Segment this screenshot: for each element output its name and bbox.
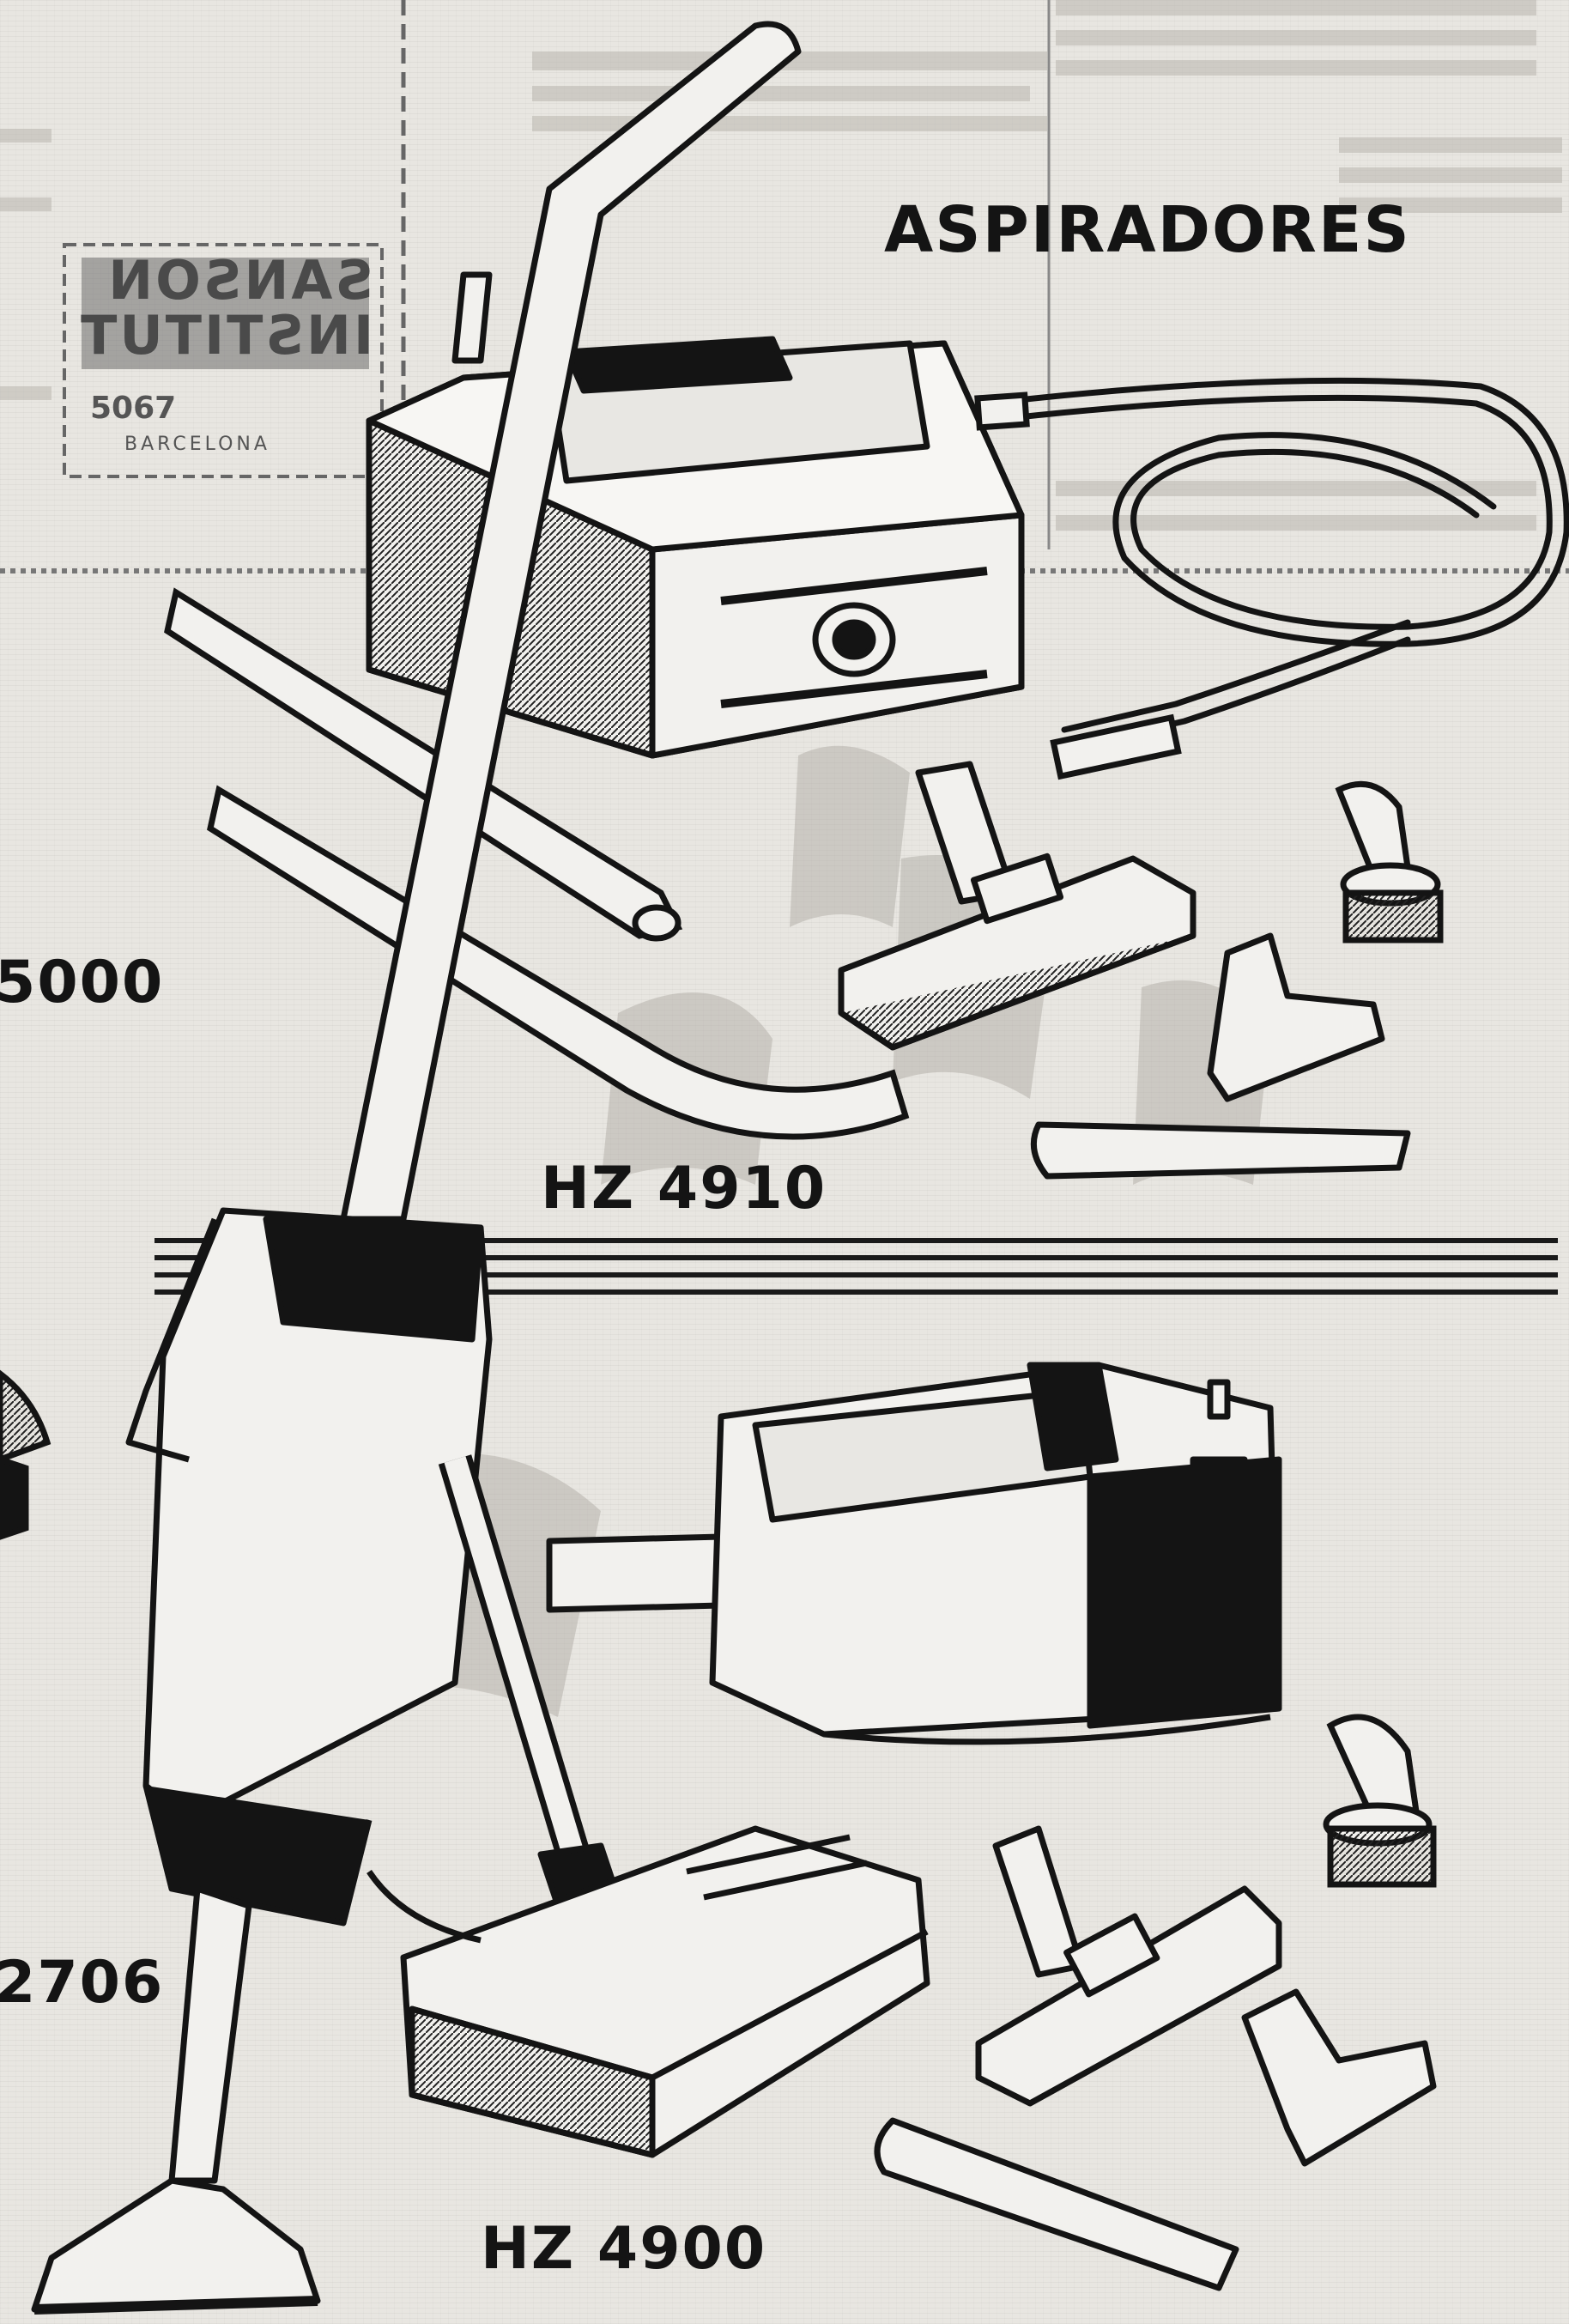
upholstery-nozzle-bottom — [1241, 1988, 1437, 2167]
stamp-block — [82, 258, 369, 369]
dusting-brush — [1335, 780, 1444, 944]
model-label-partial-top: 5000 — [0, 949, 165, 1016]
stamp-number: 5067 — [90, 391, 177, 426]
dusting-brush-bottom — [1323, 1714, 1437, 1888]
institute-stamp: SANSON INSTITUT 5067 BARCELONA — [73, 249, 373, 464]
model-label-partial-bottom: 2706 — [0, 1949, 165, 2017]
headline: ASPIRADORES — [884, 193, 1411, 267]
model-label-hz4900: HZ 4900 — [481, 2215, 767, 2283]
cropped-left-object — [0, 1369, 51, 1540]
canister-vacuum-hz4900 — [546, 1362, 1282, 1745]
stamp-line-1: SANSON — [106, 249, 373, 312]
extension-tubes — [164, 587, 910, 1140]
power-head — [367, 1825, 930, 2158]
stamp-city: BARCELONA — [124, 434, 270, 455]
floor-nozzle — [838, 761, 1196, 1051]
upright-vacuum — [31, 21, 802, 2315]
floor-nozzle-bottom — [975, 1825, 1282, 2107]
stamp-line-2: INSTITUT — [78, 304, 373, 367]
crevice-tool-bottom — [874, 2117, 1239, 2291]
model-label-hz4910: HZ 4910 — [541, 1155, 827, 1223]
crevice-tool — [1030, 1121, 1411, 1180]
background-text-columns — [0, 0, 1562, 531]
hose — [974, 377, 1569, 780]
upholstery-nozzle — [1207, 932, 1385, 1102]
stamp-frame — [63, 243, 384, 478]
